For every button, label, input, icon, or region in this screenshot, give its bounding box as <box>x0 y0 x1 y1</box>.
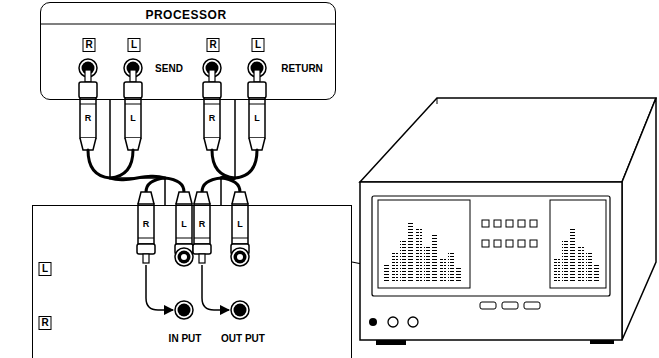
plug-mark: L <box>236 219 244 229</box>
processor-box: PROCESSOR R L SEND R L RETURN <box>40 2 336 100</box>
plug-mark: R <box>142 219 151 229</box>
equalizer-panel: LRIN PUTOUT PUT <box>32 205 352 358</box>
plug-mark: R <box>84 113 93 123</box>
jack-label: OUT PUT <box>221 334 265 344</box>
channel-mark: L <box>39 262 52 276</box>
signal-cable <box>110 100 165 205</box>
channel-mark: R <box>207 38 220 52</box>
plug-mark: R <box>208 113 217 123</box>
signal-cable <box>221 100 235 205</box>
channel-mark: R <box>83 38 96 52</box>
jack-label: SEND <box>155 64 183 74</box>
unit-title: PROCESSOR <box>145 9 226 21</box>
plug-mark: L <box>180 219 188 229</box>
channel-mark: L <box>128 38 141 52</box>
plug-mark: L <box>129 113 137 123</box>
plug-mark: L <box>253 113 261 123</box>
channel-mark: L <box>252 38 265 52</box>
plug-mark: R <box>198 219 207 229</box>
jack-label: IN PUT <box>169 334 202 344</box>
jack-label: RETURN <box>281 64 323 74</box>
channel-mark: R <box>39 316 52 330</box>
